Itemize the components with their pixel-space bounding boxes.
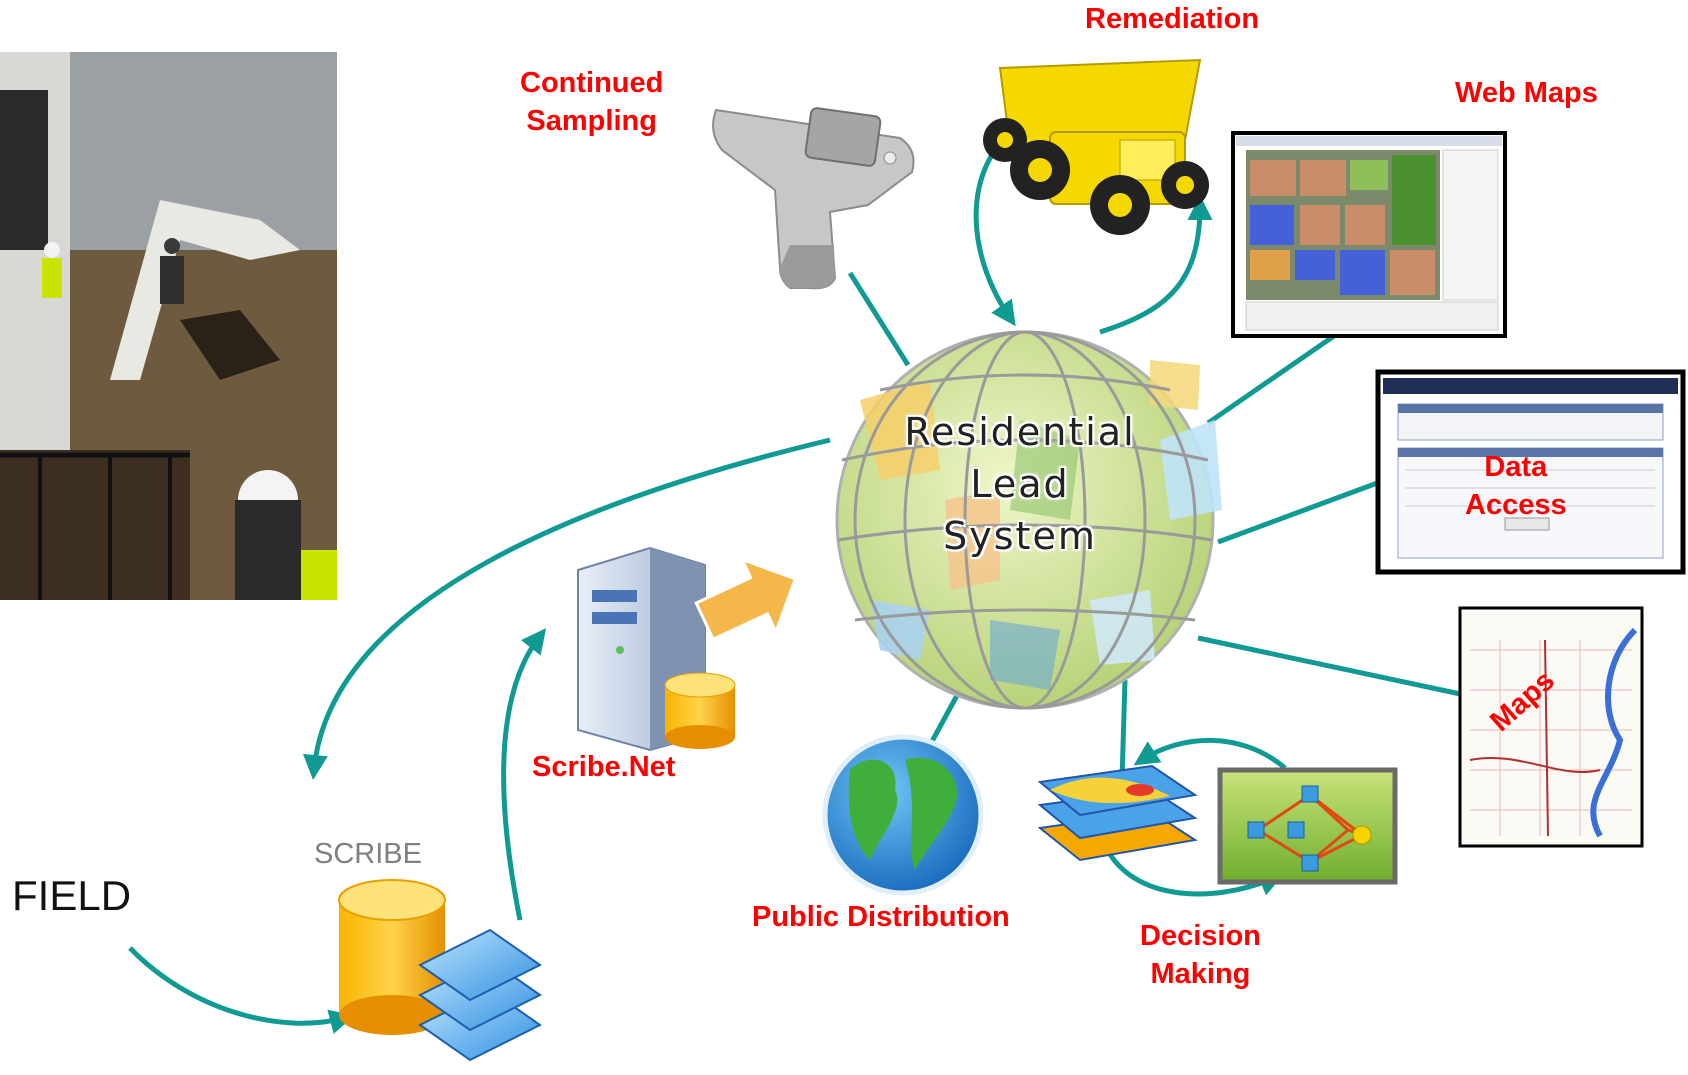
web-maps-label: Web Maps [1455, 77, 1598, 109]
dump-truck-icon [983, 58, 1209, 235]
scribe-label: SCRIBE [314, 838, 422, 870]
xrf-analyzer-icon [712, 107, 915, 290]
network-diagram-icon [1217, 767, 1398, 885]
remediation-label: Remediation [1085, 3, 1260, 35]
decision-making-label: Decision Making [1140, 920, 1261, 990]
scribe-net-label: Scribe.Net [532, 751, 676, 783]
continued-sampling-label: Continued Sampling [520, 67, 664, 137]
server-icon [577, 546, 798, 752]
data-application-thumbnail [1375, 369, 1686, 575]
lead-system-globe [835, 330, 1222, 710]
field-label: FIELD [12, 872, 132, 919]
map-layers-icon [1037, 764, 1198, 862]
data-access-label: Data Access [1465, 451, 1567, 521]
center-title: Residential Lead System [904, 410, 1136, 558]
street-map-thumbnail [1458, 606, 1644, 848]
excavation-photo [0, 52, 337, 600]
database-icon [338, 879, 542, 1062]
web-map-thumbnail [1231, 131, 1507, 338]
globe-icon [822, 734, 984, 896]
public-distribution-label: Public Distribution [752, 901, 1010, 933]
connectors [128, 130, 1466, 1034]
